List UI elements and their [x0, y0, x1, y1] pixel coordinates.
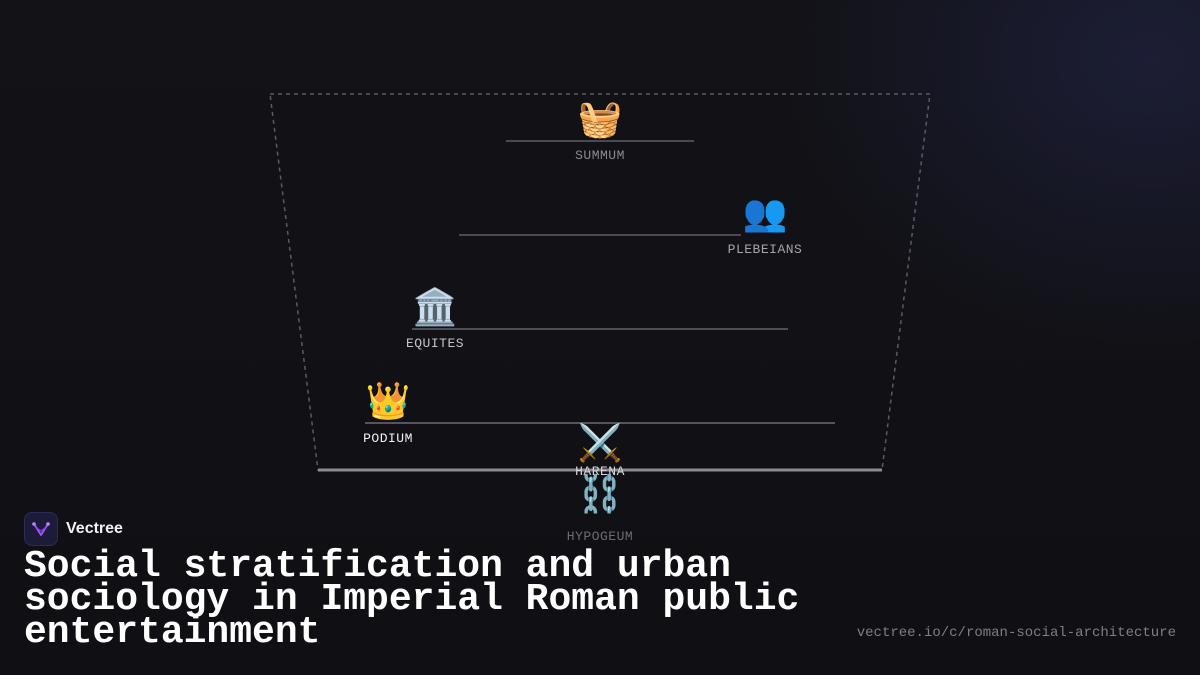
brand-name: Vectree	[66, 520, 123, 537]
tier-label-podium: PODIUM	[363, 431, 413, 446]
crossed-swords-icon: ⚔️	[577, 423, 623, 464]
page-title: Social stratification and urban sociolog…	[24, 545, 800, 654]
tier-label-equites: EQUITES	[405, 336, 465, 351]
classical-building-icon: 🏛️	[412, 287, 458, 328]
people-icon: 👥	[742, 193, 788, 234]
vectree-logo-icon	[24, 512, 58, 546]
tier-label-plebeians: PLEBEIANS	[727, 242, 803, 257]
tier-label-hypogeum: HYPOGEUM	[566, 529, 634, 544]
tier-label-harena: HARENA	[575, 464, 625, 479]
brand: Vectree	[24, 512, 123, 546]
basket-icon: 🧺	[577, 99, 623, 140]
cavea-outline	[269, 93, 931, 471]
source-url[interactable]: vectree.io/c/roman-social-architecture	[856, 625, 1176, 641]
tier-label-summum: SUMMUM	[575, 148, 625, 163]
chains-icon: ⛓️	[577, 474, 623, 515]
crown-icon: 👑	[365, 381, 411, 422]
